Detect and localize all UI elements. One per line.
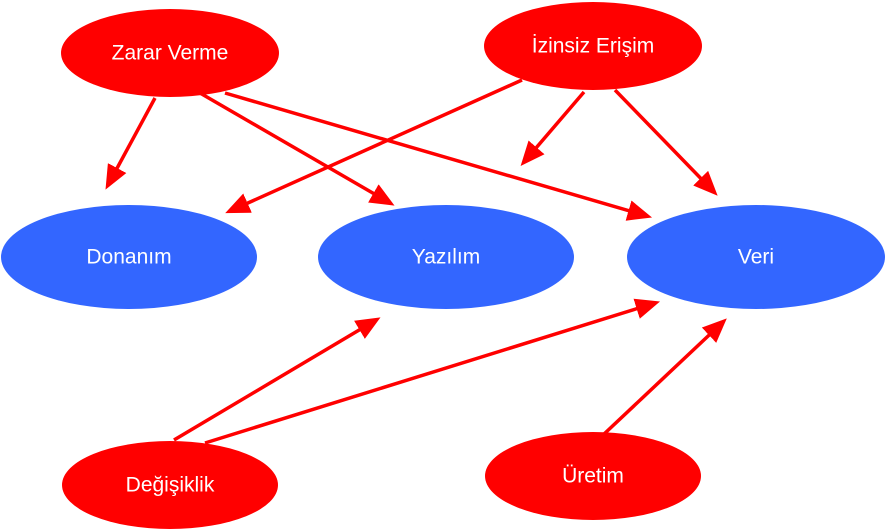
edge-zarar-verme-yazilim [199, 91, 395, 206]
node-izinsiz-erisim-shape [484, 2, 702, 90]
node-donanim: Donanım [1, 205, 257, 309]
node-degisiklik-shape [62, 441, 278, 529]
node-zarar-verme-shape [61, 9, 279, 97]
node-zarar-verme: Zarar Verme [61, 9, 279, 97]
node-veri: Veri [627, 205, 885, 309]
edge-uretim-veri [601, 318, 727, 437]
edge-degisiklik-yazilim [173, 317, 381, 442]
node-uretim: Üretim [485, 432, 701, 520]
node-donanim-label: Donanım [86, 246, 171, 269]
node-zarar-verme-label: Zarar Verme [112, 42, 229, 65]
node-yazilim: Yazılım [318, 205, 574, 309]
node-degisiklik-label: Değişiklik [126, 474, 215, 497]
edge-zarar-verme-donanim [105, 97, 157, 190]
edge-izinsiz-erisim-donanim [225, 78, 523, 214]
edge-degisiklik-veri [204, 298, 661, 445]
node-degisiklik: Değişiklik [62, 441, 278, 529]
node-izinsiz-erisim: İzinsiz Erişim [484, 2, 702, 90]
node-izinsiz-erisim-label: İzinsiz Erişim [532, 35, 655, 58]
edges [105, 78, 727, 445]
node-uretim-label: Üretim [562, 465, 624, 488]
edge-izinsiz-erisim-yazilim [520, 90, 586, 166]
edge-zarar-verme-veri [224, 91, 653, 221]
node-veri-shape [627, 205, 885, 309]
node-yazilim-shape [318, 205, 574, 309]
node-donanim-shape [1, 205, 257, 309]
node-veri-label: Veri [738, 246, 774, 269]
node-uretim-shape [485, 432, 701, 520]
node-yazilim-label: Yazılım [412, 246, 480, 269]
edge-izinsiz-erisim-veri [613, 88, 718, 196]
